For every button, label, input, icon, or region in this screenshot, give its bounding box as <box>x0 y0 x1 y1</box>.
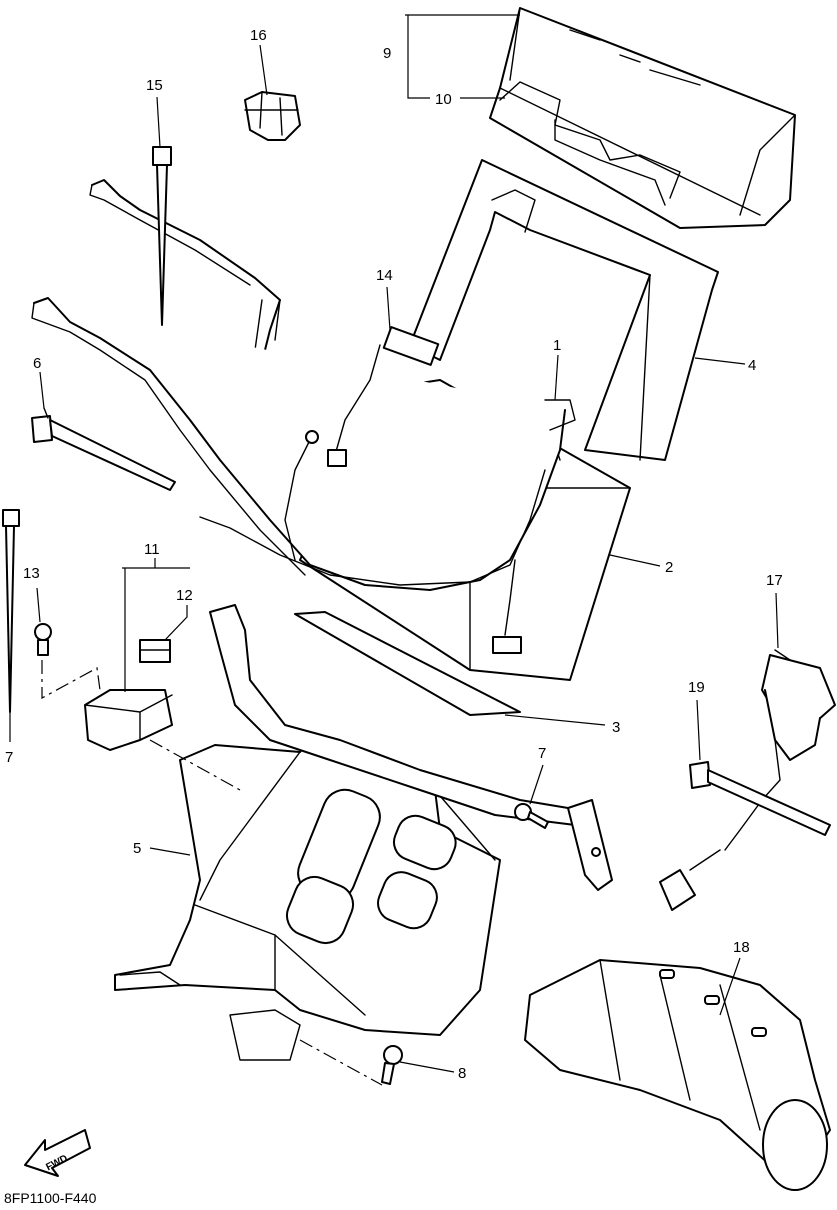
callout-17: 17 <box>766 572 783 589</box>
cable-tie-19 <box>659 761 831 911</box>
fwd-arrow-icon: FWD <box>24 1129 91 1177</box>
callout-15: 15 <box>146 77 163 94</box>
callout-11: 11 <box>144 541 160 558</box>
callout-5: 5 <box>133 840 141 857</box>
callout-8: 8 <box>458 1065 466 1082</box>
protector-cover <box>524 959 831 1191</box>
callout-14: 14 <box>376 267 393 284</box>
callout-13: 13 <box>23 565 40 582</box>
callout-1: 1 <box>553 337 561 354</box>
battery-holder <box>409 159 719 461</box>
callout-16: 16 <box>250 27 267 44</box>
callout-12: 12 <box>176 587 193 604</box>
cable-tie-7-left <box>2 509 20 713</box>
callout-6: 6 <box>33 355 41 372</box>
callout-7-right: 7 <box>538 745 546 762</box>
callout-19: 19 <box>688 679 705 696</box>
callout-9: 9 <box>383 45 391 62</box>
clip-16 <box>244 91 301 141</box>
battery-cover <box>489 7 796 229</box>
callout-2: 2 <box>665 559 673 576</box>
battery-box <box>114 737 501 1061</box>
callout-7-left: 7 <box>5 749 13 766</box>
callout-10: 10 <box>435 91 452 108</box>
callout-4: 4 <box>748 357 756 374</box>
callout-18: 18 <box>733 939 750 956</box>
bolt-7-right <box>514 803 549 829</box>
leader-lines <box>9 14 779 1073</box>
callout-3: 3 <box>612 719 620 736</box>
bolt-8 <box>381 1045 403 1085</box>
callout-labels: 1 2 3 4 5 6 7 7 8 9 10 11 12 13 14 15 16… <box>5 27 783 1082</box>
bolt-13 <box>34 623 52 656</box>
battery-pad <box>294 611 521 716</box>
battery-cables <box>31 179 576 636</box>
cable-tie-15 <box>152 146 172 326</box>
alignment-lines <box>41 660 383 1086</box>
diagram-code: 8FP1100-F440 <box>4 1190 97 1206</box>
starter-relay <box>84 639 173 751</box>
cable-tie-6 <box>31 407 176 491</box>
power-socket <box>724 649 836 851</box>
frame-bracket <box>209 604 613 891</box>
